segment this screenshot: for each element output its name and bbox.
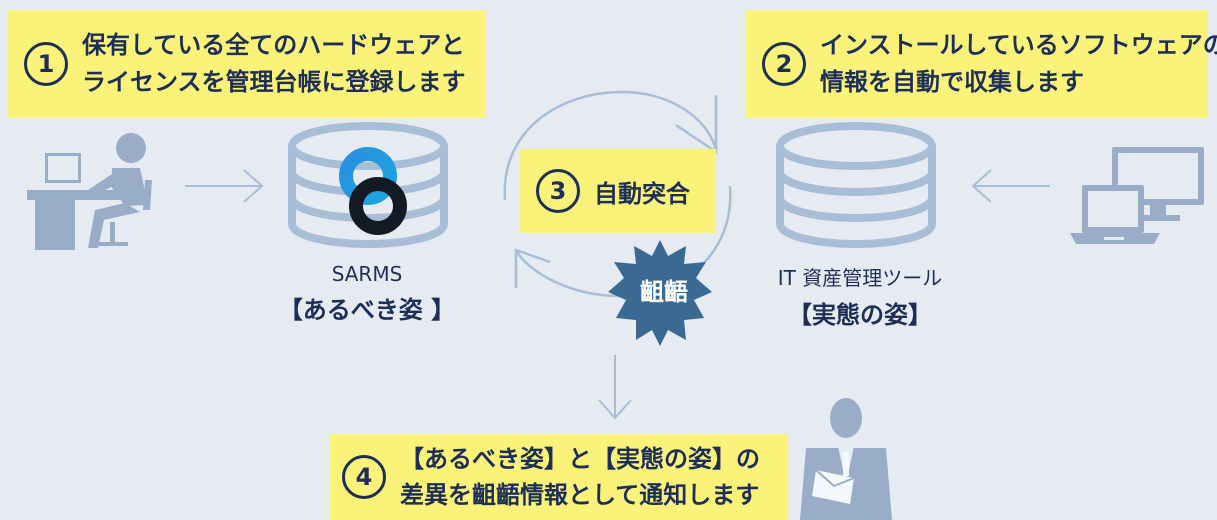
arrow-to-sarms xyxy=(185,169,264,203)
step2-line1: インストールしているソフトウェアの xyxy=(820,31,1217,59)
monitor-laptop-icon xyxy=(1070,147,1204,244)
step4-line1: 【あるべき姿】と【実態の姿】の xyxy=(400,445,760,473)
step1-box: 1 保有している全てのハードウェアと ライセンスを管理台帳に登録します xyxy=(8,10,486,118)
arrow-to-itam xyxy=(971,169,1050,203)
step4-number: 4 xyxy=(342,455,386,499)
step2-line2: 情報を自動で収集します xyxy=(820,68,1084,96)
burst-text: 齟齬 xyxy=(640,278,688,306)
sarms-label: 【あるべき姿 】 xyxy=(278,296,456,324)
step3-box: 3 自動突合 xyxy=(520,149,716,233)
step4-box: 4 【あるべき姿】と【実態の姿】の 差異を齟齬情報として通知します xyxy=(330,434,788,520)
sarms-caption: SARMS 【あるべき姿 】 xyxy=(262,262,472,325)
burst-badge xyxy=(608,240,712,346)
itam-name: IT 資産管理ツール xyxy=(777,266,943,290)
step2-box: 2 インストールしているソフトウェアの 情報を自動で収集します xyxy=(746,10,1217,118)
step1-number: 1 xyxy=(24,42,68,86)
arrow-down xyxy=(598,355,632,420)
step1-line2: ライセンスを管理台帳に登録します xyxy=(82,68,466,96)
step1-line1: 保有している全てのハードウェアと xyxy=(82,31,465,59)
it-asset-database-icon xyxy=(776,122,936,248)
itam-label: 【実態の姿】 xyxy=(788,301,932,329)
step3-number: 3 xyxy=(536,169,580,213)
sarms-name: SARMS xyxy=(331,262,403,286)
step4-line2: 差異を齟齬情報として通知します xyxy=(400,481,760,509)
sarms-logo xyxy=(339,147,407,235)
person-at-desk-icon xyxy=(27,133,152,250)
itam-caption: IT 資産管理ツール 【実態の姿】 xyxy=(740,262,980,330)
step3-text: 自動突合 xyxy=(594,179,690,208)
businessman-icon xyxy=(800,398,892,520)
step2-number: 2 xyxy=(762,42,806,86)
